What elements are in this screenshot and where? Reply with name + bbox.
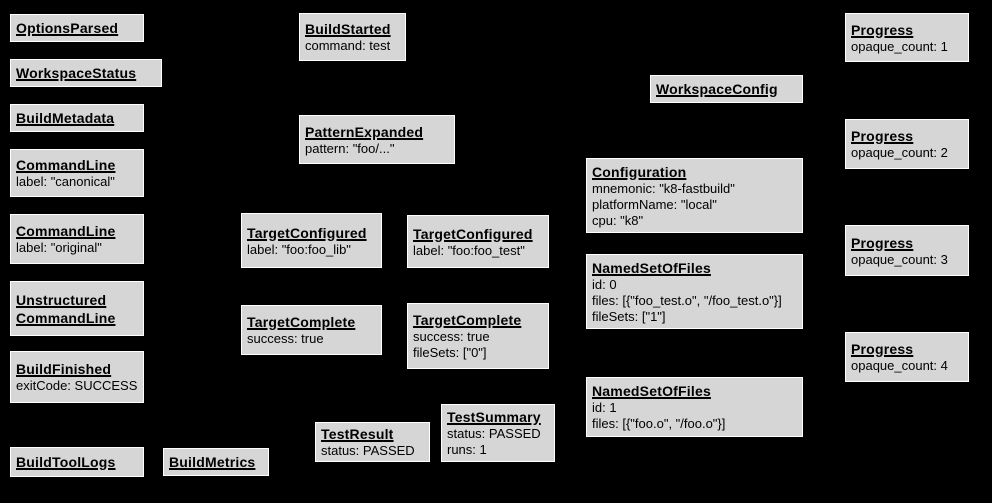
node-configuration: Configuration mnemonic: "k8-fastbuild" p…: [586, 158, 803, 233]
node-field: command: test: [305, 38, 391, 53]
node-field: files: [{"foo_test.o", "/foo_test.o"}]: [592, 292, 782, 308]
node-field: success: true: [247, 331, 324, 346]
node-title: Progress: [851, 21, 914, 38]
node-unstructured-command-line: Unstructured CommandLine: [10, 281, 144, 336]
node-target-configured-foo-lib: TargetConfigured label: "foo:foo_lib": [241, 213, 382, 268]
node-named-set-of-files-1: NamedSetOfFiles id: 1 files: [{"foo.o", …: [586, 377, 803, 437]
node-build-tool-logs: BuildToolLogs: [10, 447, 144, 477]
node-field: platformName: "local": [592, 196, 717, 212]
node-field: pattern: "foo/...": [305, 140, 395, 156]
node-field: fileSets: ["0"]: [413, 345, 487, 360]
node-field: opaque_count: 3: [851, 251, 948, 267]
node-title: Progress: [851, 341, 914, 357]
node-field: mnemonic: "k8-fastbuild": [592, 180, 735, 196]
node-field: runs: 1: [447, 442, 487, 457]
node-field: opaque_count: 4: [851, 358, 948, 373]
node-build-metrics: BuildMetrics: [163, 448, 269, 476]
node-progress-1: Progress opaque_count: 1: [845, 13, 969, 62]
node-title: WorkspaceConfig: [656, 81, 778, 97]
node-field: status: PASSED: [321, 443, 415, 458]
node-title: OptionsParsed: [16, 20, 119, 36]
node-target-complete-foo-lib: TargetComplete success: true: [241, 305, 382, 355]
node-options-parsed: OptionsParsed: [10, 14, 144, 42]
node-test-summary: TestSummary status: PASSED runs: 1: [441, 404, 555, 462]
node-target-complete-foo-test: TargetComplete success: true fileSets: […: [407, 303, 549, 369]
node-field: id: 0: [592, 276, 617, 292]
node-title: PatternExpanded: [305, 123, 424, 140]
node-title: TargetConfigured: [413, 225, 533, 242]
node-command-line-canonical: CommandLine label: "canonical": [10, 149, 144, 197]
node-command-line-original: CommandLine label: "original": [10, 214, 144, 264]
node-title: Progress: [851, 234, 914, 251]
node-progress-4: Progress opaque_count: 4: [845, 332, 969, 382]
node-field: opaque_count: 2: [851, 145, 948, 160]
node-title: TestSummary: [447, 409, 541, 425]
node-field: label: "canonical": [16, 174, 115, 189]
node-title: BuildMetrics: [169, 454, 256, 470]
node-workspace-config: WorkspaceConfig: [650, 75, 803, 103]
node-field: success: true: [413, 329, 490, 344]
node-progress-2: Progress opaque_count: 2: [845, 119, 969, 169]
node-title: BuildFinished: [16, 361, 112, 377]
node-pattern-expanded: PatternExpanded pattern: "foo/...": [299, 115, 455, 164]
node-title: CommandLine: [16, 157, 116, 173]
node-title: CommandLine: [16, 223, 116, 239]
node-build-metadata: BuildMetadata: [10, 104, 144, 132]
node-target-configured-foo-test: TargetConfigured label: "foo:foo_test": [407, 215, 549, 268]
node-named-set-of-files-0: NamedSetOfFiles id: 0 files: [{"foo_test…: [586, 254, 803, 329]
node-title: TargetComplete: [247, 314, 356, 330]
node-title: TargetConfigured: [247, 224, 367, 241]
node-title: WorkspaceStatus: [16, 65, 137, 81]
node-field: label: "foo:foo_lib": [247, 241, 351, 257]
node-field: exitCode: SUCCESS: [16, 378, 138, 393]
node-field: id: 1: [592, 400, 617, 415]
node-field: opaque_count: 1: [851, 38, 948, 54]
node-title: BuildStarted: [305, 21, 391, 37]
node-build-started: BuildStarted command: test: [299, 13, 406, 61]
node-title: BuildToolLogs: [16, 454, 116, 470]
node-field: fileSets: ["1"]: [592, 308, 666, 324]
node-title: NamedSetOfFiles: [592, 383, 711, 399]
node-test-result: TestResult status: PASSED: [315, 422, 430, 462]
node-field: cpu: "k8": [592, 212, 644, 228]
node-build-finished: BuildFinished exitCode: SUCCESS: [10, 351, 144, 403]
node-title: TestResult: [321, 426, 394, 442]
node-field: files: [{"foo.o", "/foo.o"}]: [592, 416, 726, 431]
node-field: status: PASSED: [447, 426, 541, 441]
node-field: label: "original": [16, 240, 102, 255]
node-title: TargetComplete: [413, 312, 522, 328]
node-progress-3: Progress opaque_count: 3: [845, 225, 969, 276]
node-title: Progress: [851, 128, 914, 144]
node-title: BuildMetadata: [16, 110, 115, 126]
node-title: Unstructured CommandLine: [16, 291, 116, 326]
node-title: NamedSetOfFiles: [592, 259, 711, 276]
node-field: label: "foo:foo_test": [413, 242, 525, 258]
node-workspace-status: WorkspaceStatus: [10, 59, 162, 87]
node-title: Configuration: [592, 163, 687, 180]
